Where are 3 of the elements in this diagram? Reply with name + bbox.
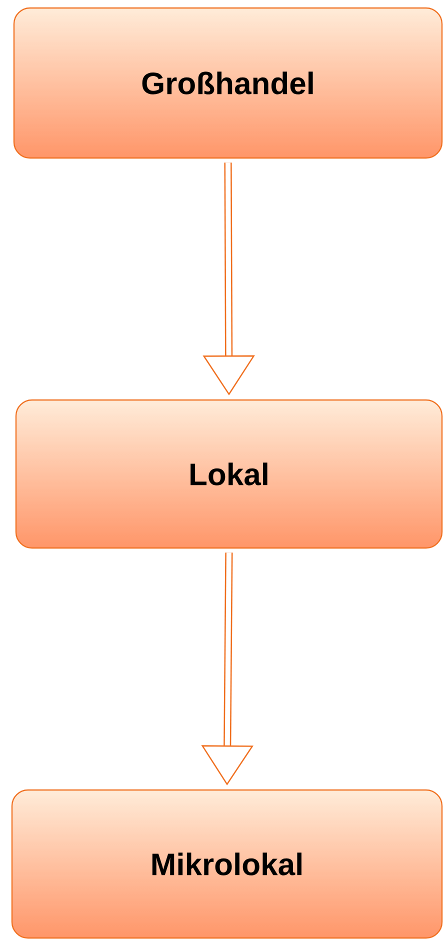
process-box: Mikrolokal xyxy=(11,789,443,939)
process-box: Lokal xyxy=(15,399,443,549)
process-box: Großhandel xyxy=(13,7,443,159)
